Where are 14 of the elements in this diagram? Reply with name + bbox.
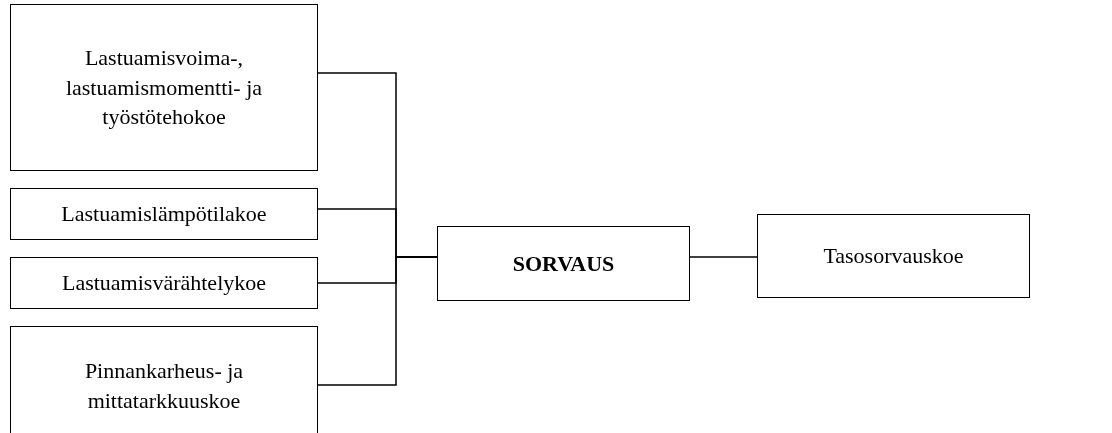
box-label: Lastuamisvoima-, lastuamismomentti- ja työstötehokoe bbox=[64, 43, 264, 132]
connector-line bbox=[689, 256, 758, 258]
box-label: Pinnankarheus- ja mittatarkkuuskoe bbox=[83, 357, 245, 415]
box-label: Tasosorvauskoe bbox=[823, 242, 964, 271]
box-label: SORVAUS bbox=[512, 249, 615, 278]
process-box bbox=[10, 326, 318, 433]
box-label: Lastuamislämpötilakoe bbox=[61, 200, 267, 229]
box-label: Lastuamisvärähtelykoe bbox=[61, 269, 266, 298]
process-box bbox=[437, 226, 690, 301]
process-box bbox=[10, 188, 318, 240]
process-box bbox=[757, 214, 1030, 298]
connector-line bbox=[317, 256, 438, 386]
process-box bbox=[10, 4, 318, 171]
process-box bbox=[10, 257, 318, 309]
